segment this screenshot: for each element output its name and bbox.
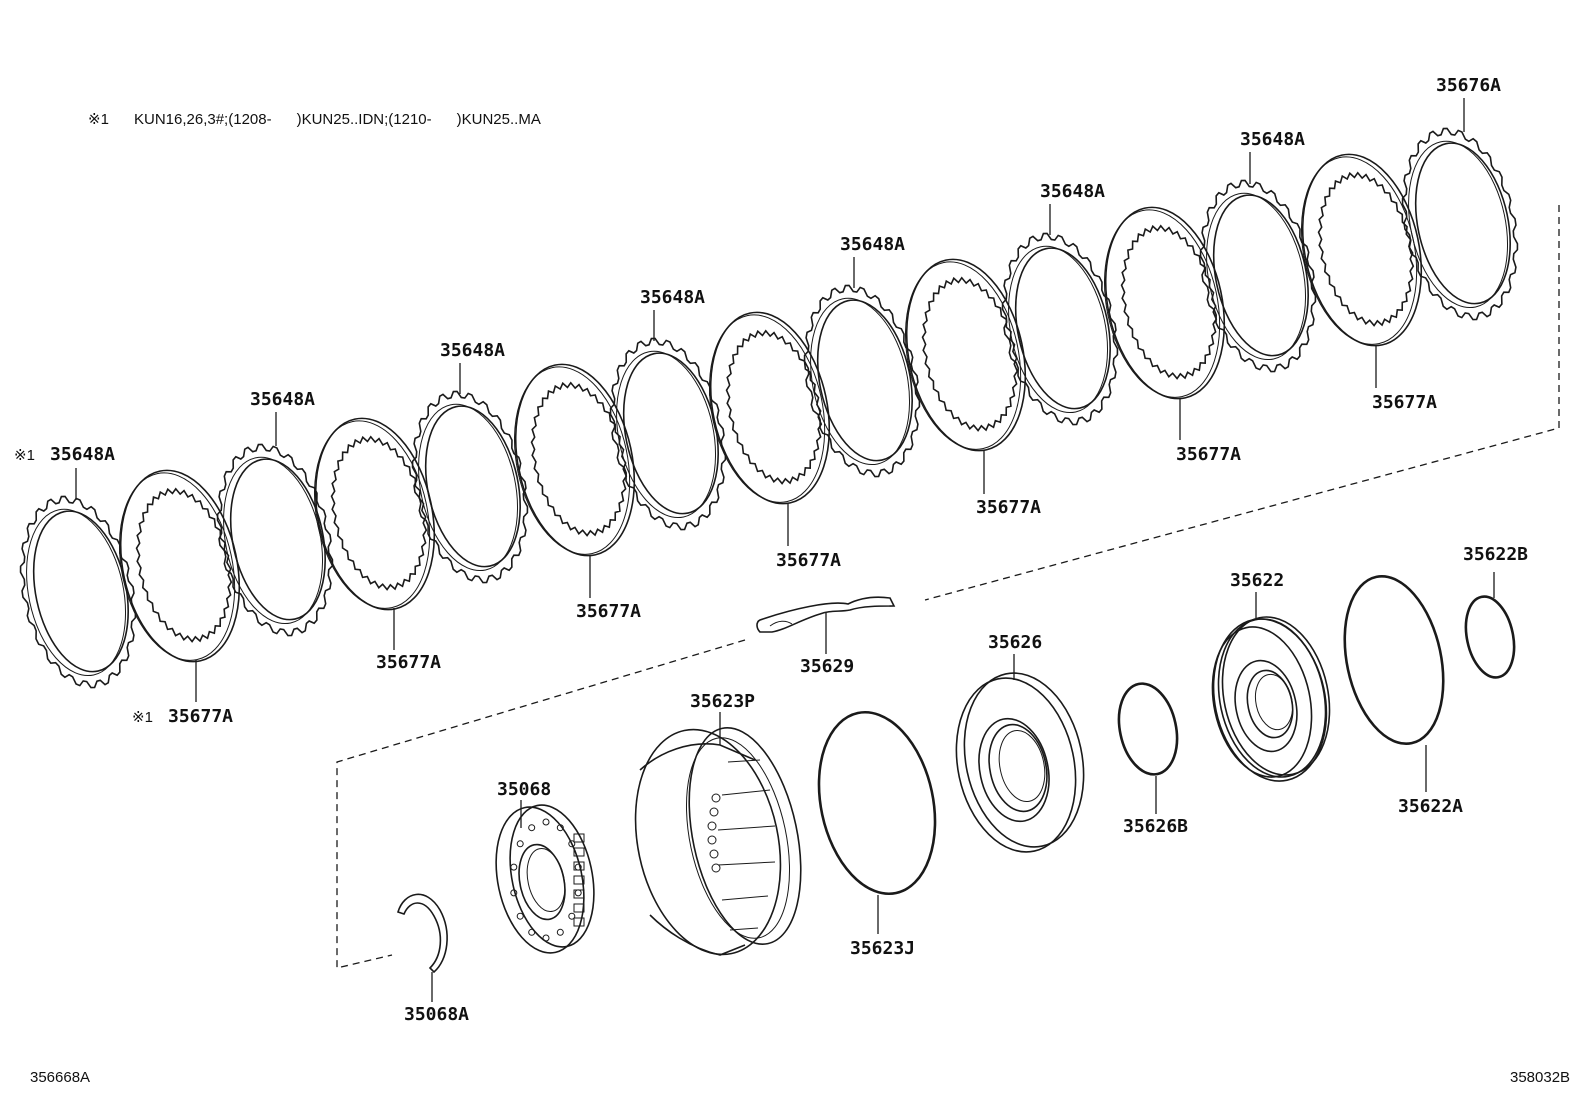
disc-8	[708, 311, 831, 505]
part-label-35648A-6: 35648A	[250, 389, 315, 410]
bolt-hole	[542, 934, 550, 942]
bolt-hole	[510, 889, 518, 897]
part-label-35648A-4: 35648A	[640, 287, 705, 308]
bolt-hole	[556, 928, 564, 936]
bolt-hole	[528, 928, 536, 936]
part-label-35622: 35622	[1230, 570, 1284, 591]
disc-10	[904, 258, 1027, 452]
part-35623P-clutch-drum	[634, 712, 802, 956]
part-35622B-o-ring	[1464, 572, 1516, 679]
part-35622A-o-ring	[1343, 574, 1445, 792]
bolt-hole	[510, 863, 518, 871]
part-35629-spring	[756, 596, 896, 654]
bolt-head	[573, 875, 585, 885]
part-label-35068: 35068	[497, 779, 551, 800]
bolt-hole	[542, 818, 550, 826]
part-label-35622A: 35622A	[1398, 796, 1463, 817]
part-label-35677A-1: 35677A	[1372, 392, 1437, 413]
marker-35677A: ※1	[132, 709, 153, 726]
part-label-35648A-7: 35648A	[50, 444, 115, 465]
part-label-35676A: 35676A	[1436, 75, 1501, 96]
disc-12	[1103, 206, 1226, 400]
part-label-35677A-5: 35677A	[576, 601, 641, 622]
footer-right-code: 358032B	[1510, 1069, 1570, 1086]
plate-5	[411, 390, 529, 584]
bolt-head	[573, 917, 585, 927]
bolt-hole	[568, 840, 576, 848]
bolt-hole	[556, 824, 564, 832]
part-label-35648A-5: 35648A	[440, 340, 505, 361]
footer-left-code: 356668A	[30, 1069, 90, 1086]
bolt-hole	[516, 840, 524, 848]
disc-6	[513, 363, 636, 557]
leader-lines	[75, 98, 1465, 702]
disc-2	[118, 469, 241, 663]
bolt-hole	[568, 912, 576, 920]
part-35622-piston	[1211, 592, 1331, 782]
part-label-35626B: 35626B	[1123, 816, 1188, 837]
part-label-35626: 35626	[988, 632, 1042, 653]
plate-9	[803, 284, 921, 478]
part-35626-retainer	[955, 654, 1085, 853]
bolt-hole	[516, 912, 524, 920]
bolt-head	[573, 861, 585, 871]
part-35623J-o-ring	[817, 710, 937, 934]
assembly-group-outline	[924, 205, 1560, 601]
part-label-35068A: 35068A	[404, 1004, 469, 1025]
part-label-35677A-7: 35677A	[168, 706, 233, 727]
part-label-35648A-2: 35648A	[1040, 181, 1105, 202]
marker-35648A: ※1	[14, 447, 35, 464]
part-label-35648A-3: 35648A	[840, 234, 905, 255]
part-label-35622B: 35622B	[1463, 544, 1528, 565]
bolt-hole	[574, 889, 582, 897]
applicability-note: KUN16,26,3#;(1208- )KUN25..IDN;(1210- )K…	[134, 111, 541, 128]
part-label-35677A-2: 35677A	[1176, 444, 1241, 465]
part-35626B-o-ring	[1117, 682, 1179, 814]
bolt-head	[573, 833, 585, 843]
part-label-35677A-3: 35677A	[976, 497, 1041, 518]
plate-11	[1001, 232, 1119, 426]
part-label-35677A-4: 35677A	[776, 550, 841, 571]
bolt-head	[573, 903, 585, 913]
one-way-clutch-bolts	[510, 818, 585, 942]
bolt-head	[573, 889, 585, 899]
part-35068-one-way-clutch	[495, 800, 595, 954]
part-35068A-snap-ring	[397, 893, 448, 1002]
part-label-35648A-1: 35648A	[1240, 129, 1305, 150]
clutch-plate-stack	[19, 127, 1519, 689]
bolt-hole	[528, 824, 536, 832]
bolt-head	[573, 847, 585, 857]
note-marker: ※1	[88, 111, 109, 128]
plate-1	[19, 495, 137, 689]
part-label-35623J: 35623J	[850, 938, 915, 959]
part-label-35629: 35629	[800, 656, 854, 677]
plate-13	[1199, 179, 1317, 373]
plate-15	[1401, 127, 1519, 321]
assembly-group-outline-lower	[336, 639, 746, 969]
part-label-35677A-6: 35677A	[376, 652, 441, 673]
part-label-35623P: 35623P	[690, 691, 755, 712]
